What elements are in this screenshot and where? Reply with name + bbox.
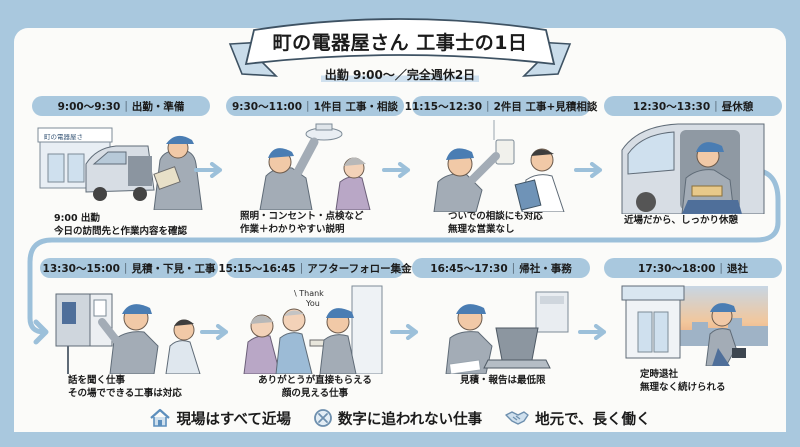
step-caption-line: 照明・コンセント・点検など: [240, 211, 364, 222]
feature-item: 地元で、長く働く: [504, 408, 651, 429]
step-caption-line: ついでの相談にも対応: [448, 211, 543, 222]
lunch-in-van-illustration: [618, 120, 768, 215]
page-title: 町の電器屋さん 工事士の1日: [272, 32, 528, 54]
schedule-step: 11:15〜12:30|2件目 工事+見積相談 ついでの相談にも対応 無理な営業…: [405, 96, 597, 236]
schedule-step: 17:30〜18:00|退社 定時退社 無理なく続けられる: [604, 258, 782, 394]
arrow-right-icon: [574, 162, 602, 178]
step-caption-line: 無理な営業なし: [448, 224, 515, 235]
ceiling-light-install-illustration: [240, 120, 390, 211]
arrow-right-icon: [382, 162, 410, 178]
step-time-pill: 17:30〜18:00|退社: [604, 258, 782, 278]
speech-you: You: [305, 299, 320, 308]
step-caption-line: 話を聞く仕事: [68, 375, 126, 386]
step-caption-line: 定時退社: [640, 369, 679, 380]
schedule-step: 9:00〜9:30|出勤・準備 町の電器屋さ 9:00 出勤 今日の訪問先と作業…: [32, 96, 210, 238]
ribbon-shape: [228, 18, 572, 77]
arrow-right-icon: [390, 324, 418, 340]
laptop-work-illustration: [426, 282, 576, 375]
feature-label: 現場はすべて近場: [176, 411, 291, 428]
handshake-icon: [505, 411, 529, 425]
title-ribbon: 町の電器屋さん 工事士の1日 出勤 9:00〜／完全週休2日: [224, 2, 576, 82]
schedule-step: 9:30〜11:00|1件目 工事・相談 照明・コンセント・点検など 作業＋わか…: [226, 96, 404, 236]
thank-you-illustration: \ Thank You: [240, 282, 390, 375]
van-and-shop-illustration: 町の電器屋さ: [36, 120, 206, 211]
house-icon: [150, 408, 171, 427]
feature-item: 現場はすべて近場: [149, 408, 291, 429]
schedule-step: 15:15〜16:45|アフターフォロー集金 \ Thank You ありがとう…: [218, 258, 412, 400]
schedule-step: 12:30〜13:30|昼休憩 近場だから、しっかり休憩: [604, 96, 782, 227]
step-time-pill: 12:30〜13:30|昼休憩: [604, 96, 782, 116]
schedule-step: 16:45〜17:30|帰社・事務 見積・報告は最低限: [412, 258, 590, 387]
step-caption-line: 今日の訪問先と作業内容を確認: [54, 226, 188, 237]
step-caption-line: 無理なく続けられる: [640, 382, 726, 393]
step-caption-line: ありがとうが直接もらえる: [258, 375, 372, 386]
arrow-right-icon: [578, 324, 606, 340]
outlet-inspection-illustration: [426, 120, 576, 213]
breaker-panel-illustration: [54, 282, 204, 375]
step-time-pill: 11:15〜12:30|2件目 工事+見積相談: [405, 96, 597, 116]
step-caption-line: 作業＋わかりやすい説明: [240, 224, 345, 235]
leaving-shop-illustration: [618, 282, 768, 367]
step-time-pill: 15:15〜16:45|アフターフォロー集金: [218, 258, 412, 278]
speech-thank: \ Thank: [294, 289, 324, 298]
feature-label: 数字に追われない仕事: [337, 411, 483, 428]
step-caption-line: 近場だから、しっかり休憩: [624, 215, 739, 226]
arrow-right-icon: [200, 324, 228, 340]
schedule-step: 13:30〜15:00|見積・下見・工事 話を聞く仕事 その場でできる工事は対応: [40, 258, 218, 400]
feature-bar: 現場はすべて近場 数字に追われない仕事 地元で、長く働く: [0, 404, 800, 432]
step-caption-line: 見積・報告は最低限: [460, 375, 546, 386]
feature-label: 地元で、長く働く: [535, 411, 651, 428]
step-time-pill: 13:30〜15:00|見積・下見・工事: [40, 258, 218, 278]
page-subtitle: 出勤 9:00〜／完全週休2日: [224, 66, 576, 83]
step-time-pill: 9:30〜11:00|1件目 工事・相談: [226, 96, 404, 116]
step-caption-line: 顔の見える仕事: [281, 388, 349, 399]
step-time-pill: 9:00〜9:30|出勤・準備: [32, 96, 210, 116]
step-time-pill: 16:45〜17:30|帰社・事務: [412, 258, 590, 278]
arrow-right-icon: [194, 162, 222, 178]
bottom-band: [0, 432, 800, 447]
step-caption-line: 9:00 出勤: [54, 213, 100, 224]
shop-sign: 町の電器屋さ: [44, 133, 83, 141]
no-sign-icon: [313, 409, 332, 427]
feature-item: 数字に追われない仕事: [313, 408, 482, 429]
step-caption-line: その場でできる工事は対応: [68, 388, 182, 399]
